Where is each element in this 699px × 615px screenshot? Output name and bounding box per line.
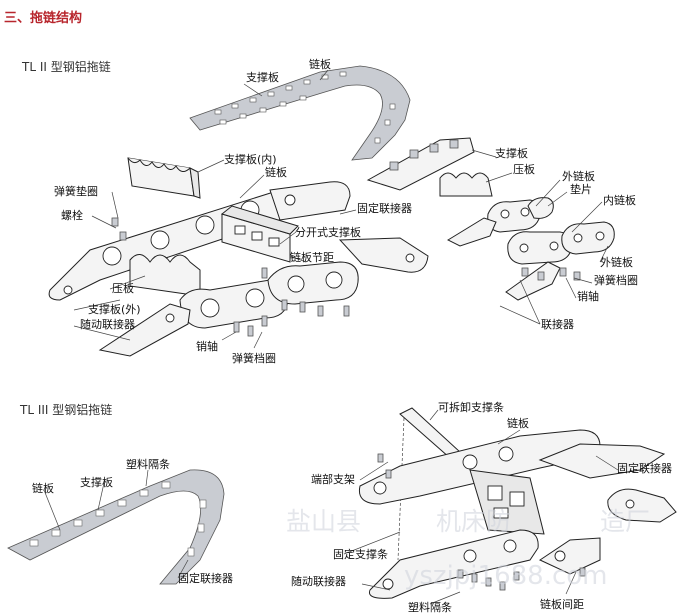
- label-spring-retainer: 弹簧档圈: [232, 351, 276, 365]
- label-support-plate-left: 支撑板: [80, 475, 113, 489]
- label-press-plate: 压板: [112, 281, 134, 295]
- tl2-right-labels: 支撑板 压板 外链板 垫片 内链板 外链板 弹簧档圈 销轴 联接器: [471, 146, 638, 331]
- tl2-exploded-right: [366, 137, 615, 301]
- label-split-support-plate: 分开式支撑板: [295, 225, 361, 239]
- label-moving-connector: 随动联接器: [80, 317, 135, 331]
- label-plastic-divider-left: 塑料隔条: [126, 457, 170, 471]
- label-outer-chain-plate-b: 外链板: [600, 255, 633, 269]
- tl3-exploded-labels: 可拆卸支撑条 链板 固定联接器 端部支架 固定支撑条 随动联接器 塑料隔条 链板…: [291, 400, 672, 614]
- watermark-company-a: 盐山县: [286, 507, 361, 536]
- watermark-company-c: 造厂: [600, 507, 650, 536]
- label-pin-shaft: 销轴: [196, 339, 218, 353]
- tl2-assembled-chain: [189, 65, 411, 161]
- tl3-photo-labels: 塑料隔条 支撑板 链板 固定联接器: [32, 457, 233, 585]
- tl2-exploded-left: [48, 157, 429, 357]
- label-moving-connector-right: 随动联接器: [291, 574, 346, 588]
- label-fixed-support-bar: 固定支撑条: [333, 547, 388, 561]
- label-connector: 联接器: [541, 318, 574, 331]
- section2-subtitle: TL III 型钢铝拖链: [19, 402, 112, 417]
- label-right-spring-retainer: 弹簧档圈: [594, 273, 638, 287]
- page-title: 三、拖链结构: [4, 10, 82, 26]
- label-fixed-connector-left: 固定联接器: [178, 571, 233, 585]
- label-inner-support-plate: 支撑板(内): [224, 152, 277, 166]
- label-plastic-divider-right: 塑料隔条: [408, 600, 452, 614]
- label-right-pin-shaft: 销轴: [577, 289, 599, 303]
- tl2-left-labels: 支撑板(内) 链板 弹簧垫圈 螺栓 固定联接器 分开式支撑板 链板节距 压板 支…: [54, 152, 412, 365]
- label-spring-washer: 弹簧垫圈: [54, 184, 98, 198]
- tl3-exploded-right: [358, 407, 677, 599]
- label-inner-chain-plate: 内链板: [603, 193, 636, 207]
- section1-subtitle: TL II 型钢铝拖链: [21, 59, 111, 74]
- label-chain-plate-spacing: 链板间距: [540, 597, 584, 611]
- watermark-url: yszjpj1688.com: [404, 561, 608, 591]
- label-spacer: 垫片: [570, 182, 592, 196]
- label-chain-plate: 链板: [265, 165, 287, 179]
- watermark: 盐山县 机床防 造厂 yszjpj1688.com: [286, 507, 650, 591]
- label-chain-plate-left: 链板: [32, 481, 54, 495]
- label-outer-chain-plate-a: 外链板: [562, 169, 595, 183]
- label-right-press-plate: 压板: [513, 162, 535, 176]
- label-right-support-plate: 支撑板: [495, 146, 528, 160]
- tl3-photo-chain: [7, 469, 225, 585]
- label-chain-plate-right: 链板: [507, 416, 529, 430]
- label-removable-support-bar: 可拆卸支撑条: [438, 400, 504, 414]
- watermark-company-b: 机床防: [436, 507, 511, 536]
- label-bolt: 螺栓: [61, 208, 83, 222]
- label-end-bracket: 端部支架: [311, 472, 355, 486]
- label-support-plate-top: 支撑板: [246, 70, 279, 84]
- label-chain-plate-top: 链板: [309, 57, 331, 71]
- label-fixed-connector-right: 固定联接器: [617, 461, 672, 475]
- label-outer-support-plate: 支撑板(外): [88, 302, 141, 316]
- label-chain-pitch: 链板节距: [290, 250, 334, 264]
- label-fixed-connector: 固定联接器: [357, 201, 412, 215]
